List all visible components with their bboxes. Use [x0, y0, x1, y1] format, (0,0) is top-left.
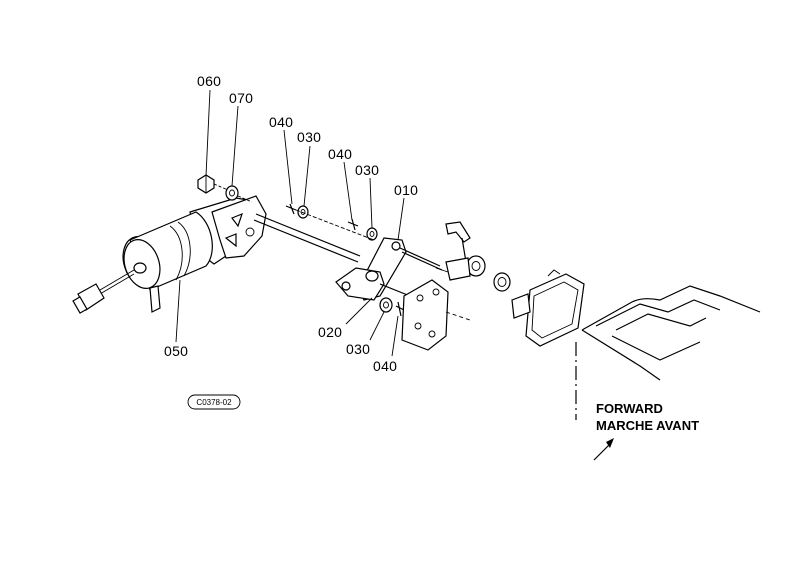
label-030-lower: 030 — [346, 341, 370, 357]
lever-020 — [335, 267, 421, 301]
label-060: 060 — [197, 73, 221, 89]
cotter-pin-040b — [347, 218, 359, 231]
bracket-plate — [401, 279, 471, 351]
label-040-lower: 040 — [373, 358, 397, 374]
drawing-code-badge: C0378-02 — [187, 394, 241, 410]
direction-line-1: FORWARD — [596, 401, 663, 416]
label-050: 050 — [164, 343, 188, 359]
cotter-pin-040c — [395, 301, 405, 317]
washer-030c — [379, 297, 393, 313]
label-020: 020 — [318, 324, 342, 340]
washer-070 — [225, 185, 239, 201]
label-030-upper-left: 030 — [297, 129, 321, 145]
washer-030b — [366, 227, 378, 241]
governor-lever — [435, 221, 486, 281]
leader-lines — [175, 89, 405, 357]
label-070: 070 — [229, 90, 253, 106]
label-040-upper-right: 040 — [328, 146, 352, 162]
cover-plate — [511, 269, 585, 347]
forward-arrow — [593, 438, 614, 461]
label-030-upper-right: 030 — [355, 162, 379, 178]
solenoid-050 — [72, 195, 361, 314]
drawing-code: C0378-02 — [196, 398, 232, 407]
label-010: 010 — [394, 182, 418, 198]
nut-060 — [197, 174, 215, 194]
washer-030a — [297, 205, 309, 219]
label-040-upper-left: 040 — [269, 114, 293, 130]
housing-outline — [575, 285, 761, 420]
cotter-pin-040a — [285, 203, 297, 215]
bushing — [493, 272, 511, 292]
direction-line-2: MARCHE AVANT — [596, 418, 699, 433]
